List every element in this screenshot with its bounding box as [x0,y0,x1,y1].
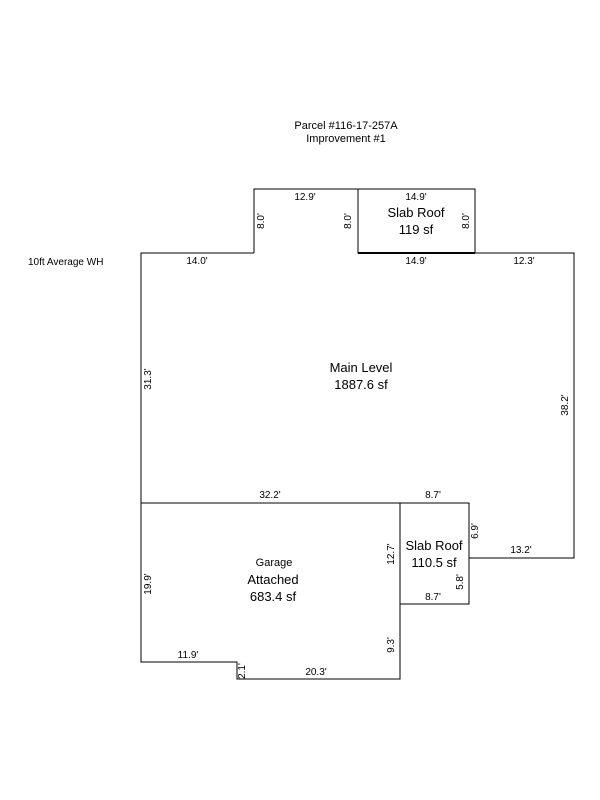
dim-slab-mid-top: 8.7' [425,490,441,501]
slab-roof-mid-size: 110.5 sf [411,555,457,570]
dim-slab-mid-right-lower: 5.8' [455,574,466,590]
dim-garage-left-height: 19.9' [143,573,154,594]
dim-garage-right-upper: 12.7' [386,543,397,564]
main-left-outline [140,252,254,503]
dim-slab-top-right-height: 8.0' [461,213,472,229]
dim-slab-mid-right-upper: 6.9' [470,523,481,539]
dim-top-bump-right-height: 8.0' [343,213,354,229]
dim-main-right-height: 38.2' [560,394,571,415]
dim-main-bottom-width: 32.2' [259,490,280,501]
dim-garage-notch: 2.1' [237,663,248,679]
dim-main-top-right: 12.3' [513,256,534,267]
wall-height-note: 10ft Average WH [28,257,103,268]
dim-slab-mid-bottom: 8.7' [425,592,441,603]
slab-roof-top-size: 119 sf [399,222,434,237]
dim-main-top-left: 14.0' [186,256,207,267]
dim-garage-right-lower: 9.3' [386,637,397,653]
dim-garage-bottom-right: 20.3' [305,667,326,678]
garage-subname: Attached [247,572,298,587]
garage-size: 683.4 sf [250,589,297,604]
dim-top-bump-left-height: 8.0' [256,213,267,229]
dim-slab-top-bottom-width: 14.9' [405,256,426,267]
dim-top-bump-width: 12.9' [294,192,315,203]
parcel-number: Parcel #116-17-257A [294,120,398,132]
dim-slab-top-width: 14.9' [405,192,426,203]
slab-roof-mid-name: Slab Roof [405,538,462,553]
slab-roof-top-name: Slab Roof [387,205,444,220]
main-level-name: Main Level [330,360,393,375]
top-bump-outline [253,188,358,253]
main-level-size: 1887.6 sf [334,377,388,392]
dim-main-left-height: 31.3' [143,368,154,389]
improvement-number: Improvement #1 [306,133,385,145]
garage-outline [140,503,401,680]
main-right-outline [469,252,575,559]
dim-garage-bottom-left: 11.9' [178,650,199,661]
garage-name: Garage [256,557,293,569]
dim-main-bottom-right: 13.2' [510,545,531,556]
slab-roof-mid-outline [399,502,470,605]
